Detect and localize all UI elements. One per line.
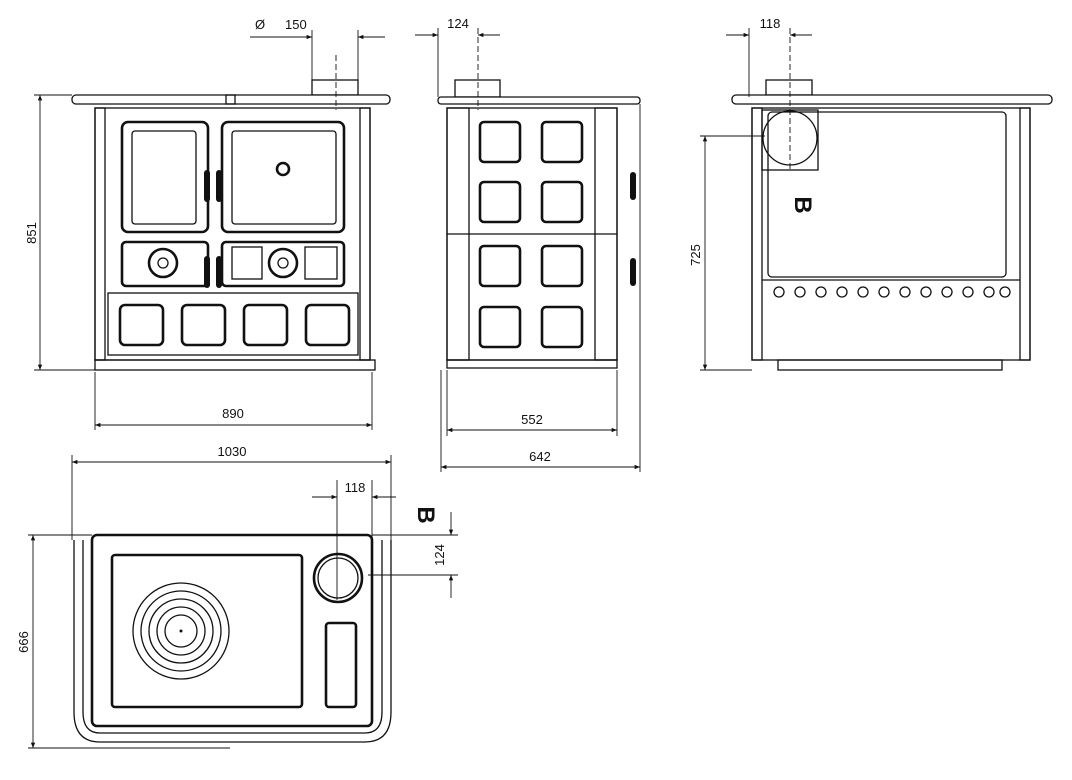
top-outlet-label: B: [412, 506, 439, 523]
rear-outlet-label: B: [789, 196, 816, 213]
rear-flue-offset-label: 118: [760, 16, 781, 31]
front-drawer-panels: [118, 303, 351, 347]
flue-diameter-symbol: Ø: [255, 17, 265, 32]
hotplate-rings: [132, 582, 230, 680]
rear-view: B 118 725: [688, 16, 1053, 371]
front-view: Ø 150 851 890: [24, 17, 391, 430]
top-view: 118 1030 B 124 666: [16, 444, 458, 749]
top-depth-label: 666: [16, 631, 31, 653]
rear-vent-row: [773, 286, 1011, 298]
top-width-label: 1030: [218, 444, 247, 459]
flue-diameter-label: 150: [285, 17, 307, 32]
top-flue-offset-x-label: 118: [345, 480, 366, 495]
front-width-label: 890: [222, 406, 244, 421]
front-height-label: 851: [24, 222, 39, 244]
side-view: 124 552 642: [415, 16, 641, 472]
side-flue-offset-label: 124: [447, 16, 469, 31]
side-total-depth-label: 642: [529, 449, 551, 464]
top-flue-offset-y-label: 124: [432, 544, 447, 566]
side-body-depth-label: 552: [521, 412, 543, 427]
side-tile-panels: [478, 120, 584, 349]
rear-flue-height-label: 725: [688, 244, 703, 266]
